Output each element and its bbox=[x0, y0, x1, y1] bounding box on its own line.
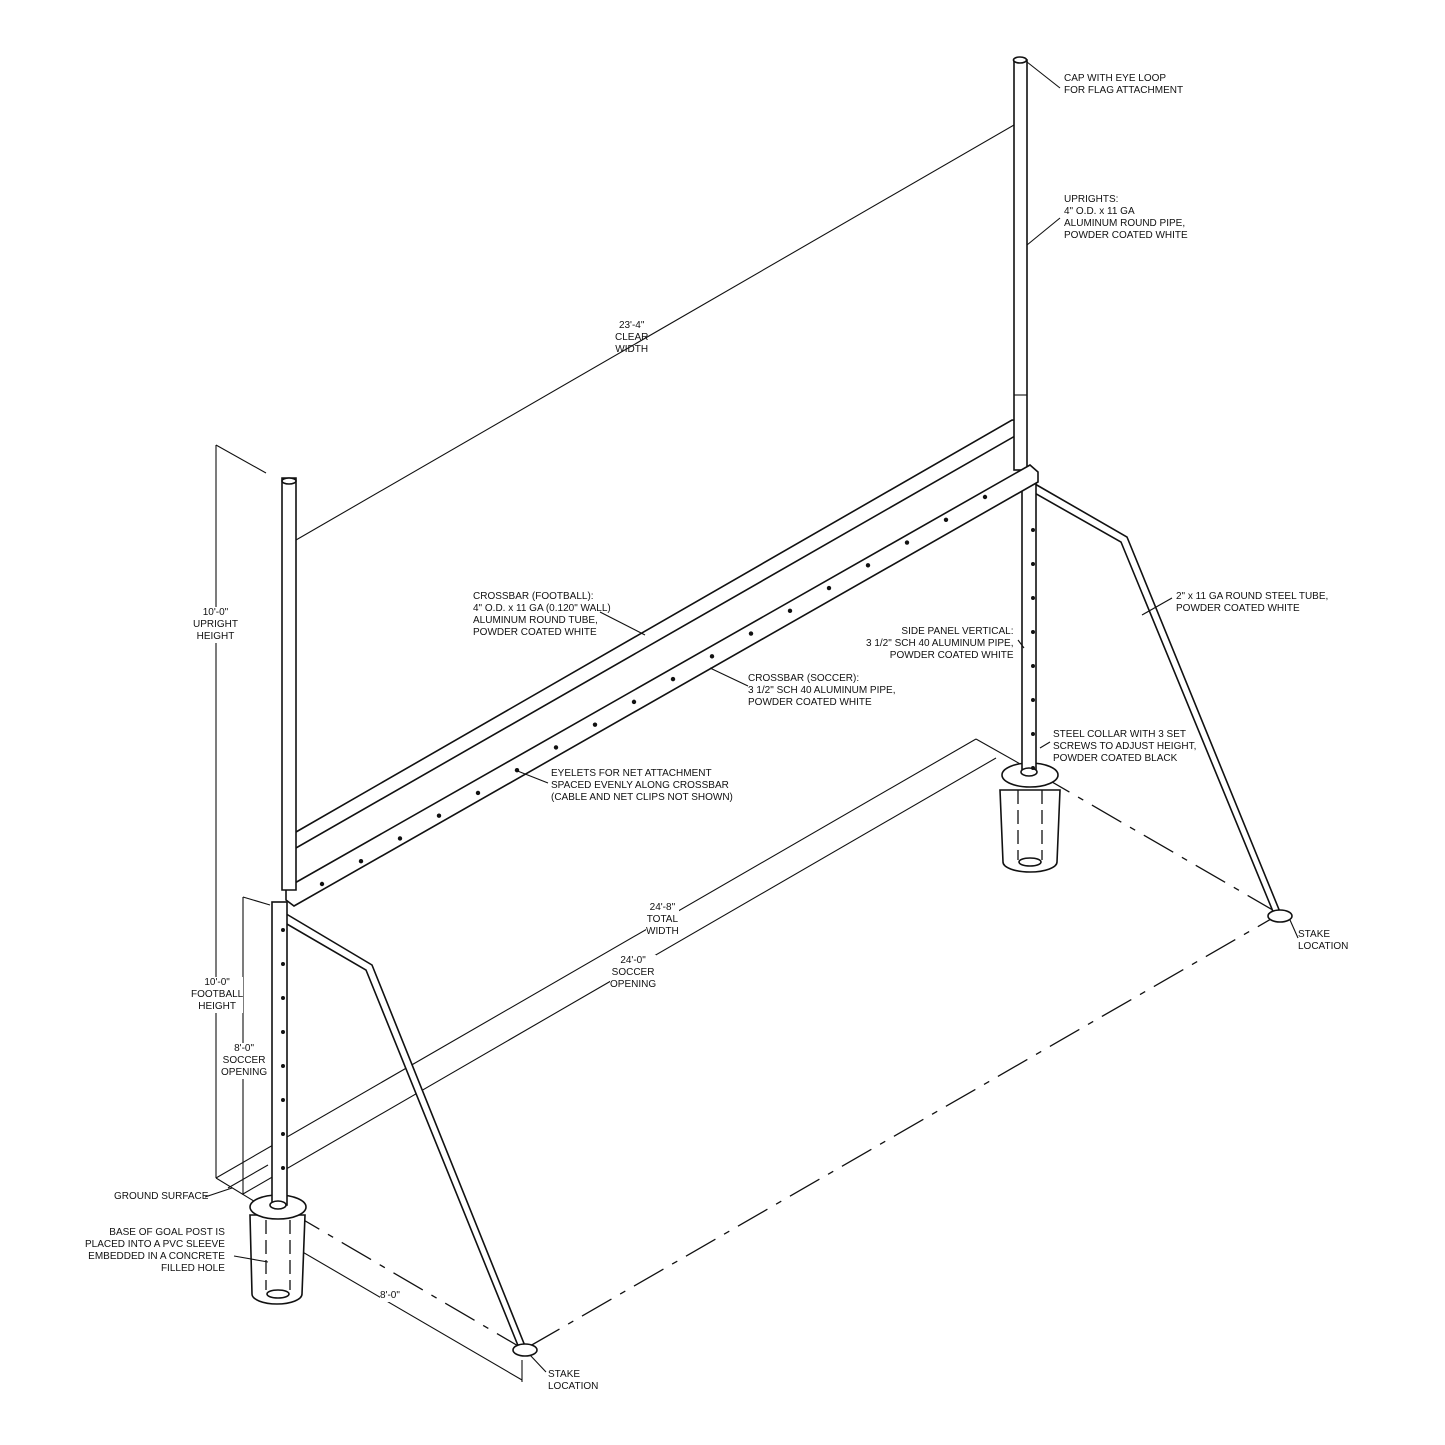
side-eyelet-dot bbox=[281, 1030, 285, 1034]
side-eyelet-dot bbox=[1031, 528, 1035, 532]
label-ground-surface: GROUND SURFACE bbox=[114, 1191, 209, 1202]
leader-line bbox=[529, 1354, 547, 1373]
label-crossbar-football: CROSSBAR (FOOTBALL):4" O.D. x 11 GA (0.1… bbox=[473, 591, 611, 638]
leader-line bbox=[1017, 639, 1025, 649]
eyelet-dot bbox=[865, 563, 871, 568]
leader-line bbox=[233, 1255, 269, 1263]
side-eyelet-dot bbox=[1031, 766, 1035, 770]
eyelet-dot bbox=[592, 722, 598, 727]
eyelet-dot bbox=[982, 494, 988, 500]
eyelet-dot bbox=[553, 745, 559, 750]
eyelet-dot bbox=[358, 859, 364, 864]
eyelet-dot bbox=[904, 540, 910, 545]
side-eyelet-dot bbox=[281, 1166, 285, 1170]
label-depth: 8'-0" bbox=[380, 1290, 400, 1302]
eyelet-dot bbox=[319, 881, 325, 887]
ground-outline bbox=[289, 774, 1279, 1351]
leader-line bbox=[709, 667, 749, 687]
leader-line bbox=[599, 611, 646, 636]
side-eyelet-dot bbox=[1031, 596, 1035, 600]
leader-line bbox=[204, 1187, 233, 1198]
leader-line bbox=[1141, 597, 1173, 616]
label-side-panel: SIDE PANEL VERTICAL:3 1/2" SCH 40 ALUMIN… bbox=[866, 626, 1014, 661]
eyelet-dot bbox=[397, 836, 403, 841]
eyelet-dot bbox=[826, 585, 832, 591]
left-goal-post bbox=[249, 477, 307, 1305]
side-eyelet-dot bbox=[281, 996, 285, 1000]
side-eyelet-dot bbox=[281, 928, 285, 932]
side-eyelet-dot bbox=[281, 1098, 285, 1102]
eyelet-dot bbox=[709, 654, 715, 659]
leader-line bbox=[1026, 61, 1061, 89]
label-steel-tube: 2" x 11 GA ROUND STEEL TUBE,POWDER COATE… bbox=[1176, 591, 1329, 614]
side-eyelet-dot bbox=[1031, 664, 1035, 668]
eyelet-dot bbox=[943, 517, 949, 522]
side-eyelet-dot bbox=[1031, 630, 1035, 634]
stake-left-icon bbox=[512, 1343, 538, 1357]
eyelet-dot bbox=[787, 608, 793, 614]
label-crossbar-soccer: CROSSBAR (SOCCER):3 1/2" SCH 40 ALUMINUM… bbox=[748, 673, 896, 708]
eyelet-dot bbox=[631, 699, 637, 705]
leader-line bbox=[1289, 919, 1299, 939]
stake-right-icon bbox=[1267, 909, 1293, 923]
eyelet-dot bbox=[436, 813, 442, 818]
side-eyelet-dot bbox=[1031, 698, 1035, 702]
side-eyelet-dot bbox=[281, 1064, 285, 1068]
side-eyelet-dot bbox=[281, 962, 285, 966]
side-eyelet-dot bbox=[281, 1132, 285, 1136]
side-eyelet-dot bbox=[1031, 732, 1035, 736]
side-eyelet-dot bbox=[1031, 562, 1035, 566]
leader-line bbox=[1039, 741, 1051, 749]
leader-line bbox=[514, 769, 549, 784]
dimension-lines bbox=[215, 124, 1023, 1382]
eyelets bbox=[204, 61, 1299, 1373]
eyelet-dot bbox=[748, 631, 754, 636]
eyelet-dot bbox=[670, 676, 676, 682]
soccer-crossbar bbox=[285, 464, 1039, 907]
eyelet-dot bbox=[475, 790, 481, 796]
leader-line bbox=[1026, 217, 1061, 246]
